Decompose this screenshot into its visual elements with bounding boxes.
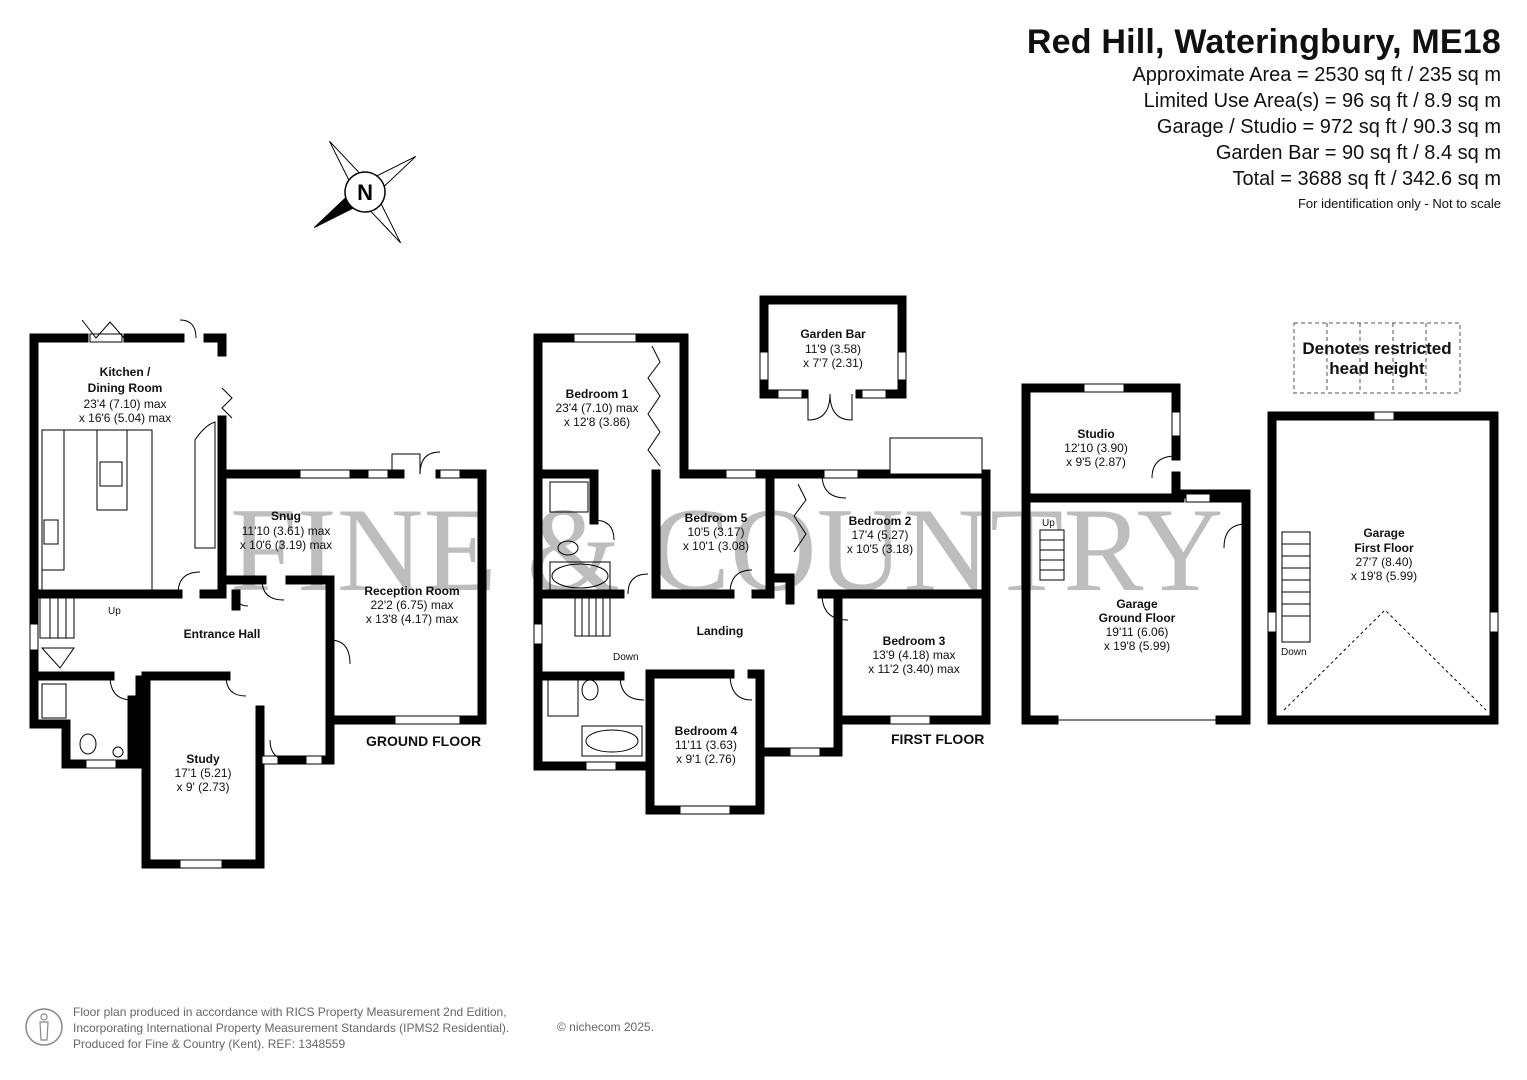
bedroom1-label: Bedroom 1 [566, 387, 629, 401]
study-label: Study [186, 752, 220, 766]
snug-dim-2: x 10'6 (3.19) max [240, 538, 332, 552]
first-floor-windows [533, 333, 983, 815]
studio-dim-2: x 9'5 (2.87) [1066, 455, 1126, 469]
garage-first-dim-1: 27'7 (8.40) [1356, 555, 1413, 569]
garage-ground-dim-1: 19'11 (6.06) [1106, 625, 1169, 639]
ground-floor-labels: Kitchen / Dining Room 23'4 (7.10) max x … [79, 365, 481, 794]
area-limited-use: Limited Use Area(s) = 96 sq ft / 8.9 sq … [1143, 90, 1501, 112]
header: Red Hill, Wateringbury, ME18 Approximate… [1027, 22, 1501, 211]
garage-first-label-1: Garage [1363, 526, 1405, 540]
copyright: © nichecom 2025. [557, 1020, 654, 1034]
bedroom4-dim-1: 11'11 (3.63) [675, 738, 737, 752]
ground-floor-label: GROUND FLOOR [366, 733, 481, 749]
ground-floor-walls [29, 333, 487, 869]
ground-stairs-up: Up [108, 606, 121, 617]
gardenbar-dim-1: 11'9 (3.58) [805, 342, 861, 356]
gardenbar-dim-2: x 7'7 (2.31) [803, 356, 863, 370]
compass-icon: N [313, 140, 417, 244]
garage-stairs-down: Down [1281, 647, 1307, 658]
snug-label: Snug [271, 509, 301, 523]
garden-bar-walls [759, 295, 907, 421]
garage-ground-label-1: Garage [1116, 597, 1158, 611]
first-floor-label: FIRST FLOOR [891, 731, 984, 747]
first-floor-walls [533, 333, 991, 815]
footer-notes: Floor plan produced in accordance with R… [73, 1004, 509, 1052]
bedroom4-label: Bedroom 4 [675, 724, 738, 738]
footer-line-3: Produced for Fine & Country (Kent). REF:… [73, 1037, 346, 1051]
garage-first-dim-2: x 19'8 (5.99) [1351, 569, 1417, 583]
study-dim-1: 17'1 (5.21) [175, 766, 232, 780]
ground-floor-windows [29, 333, 461, 869]
kitchen-dim-2: x 16'6 (5.04) max [79, 411, 171, 425]
garage-ground-labels: Studio 12'10 (3.90) x 9'5 (2.87) Garage … [1042, 427, 1176, 653]
property-title: Red Hill, Wateringbury, ME18 [1026, 23, 1501, 61]
garage-ground-walls [1021, 383, 1251, 725]
studio-label: Studio [1077, 427, 1114, 441]
legend-line-1: Denotes restricted [1302, 339, 1451, 358]
reception-dim-2: x 13'8 (4.17) max [366, 612, 458, 626]
area-total: Total = 3688 sq ft / 342.6 sq m [1232, 168, 1502, 190]
bedroom5-dim-2: x 10'1 (3.08) [683, 539, 749, 553]
bedroom3-dim-2: x 11'2 (3.40) max [868, 662, 959, 676]
bedroom1-dim-1: 23'4 (7.10) max [556, 401, 639, 415]
reception-dim-1: 22'2 (6.75) max [371, 598, 454, 612]
bedroom4-dim-2: x 9'1 (2.76) [676, 752, 736, 766]
first-stairs-down: Down [613, 652, 639, 663]
garage-first-labels: Garage First Floor 27'7 (8.40) x 19'8 (5… [1281, 526, 1417, 658]
area-approximate: Approximate Area = 2530 sq ft / 235 sq m [1132, 64, 1501, 86]
gardenbar-label: Garden Bar [800, 327, 866, 341]
bedroom3-dim-1: 13'9 (4.18) max [873, 648, 956, 662]
garage-ground-label-2: Ground Floor [1099, 611, 1176, 625]
bedroom5-dim-1: 10'5 (3.17) [688, 525, 745, 539]
kitchen-label-2: Dining Room [88, 381, 163, 395]
area-garden-bar: Garden Bar = 90 sq ft / 8.4 sq m [1215, 142, 1501, 164]
scale-note: For identification only - Not to scale [1297, 196, 1501, 211]
hall-label: Entrance Hall [184, 627, 261, 641]
bedroom1-dim-2: x 12'8 (3.86) [564, 415, 630, 429]
garage-first-walls [1267, 411, 1499, 725]
kitchen-dim-1: 23'4 (7.10) max [84, 397, 167, 411]
bedroom2-dim-2: x 10'5 (3.18) [847, 542, 913, 556]
ground-floor-fixtures [39, 319, 441, 761]
area-garage-studio: Garage / Studio = 972 sq ft / 90.3 sq m [1156, 116, 1501, 138]
compass-letter: N [357, 180, 373, 205]
first-floor-fixtures [547, 345, 849, 757]
footer-line-1: Floor plan produced in accordance with R… [73, 1005, 507, 1019]
footer-line-2: Incorporating International Property Mea… [73, 1021, 510, 1035]
garage-first-label-2: First Floor [1354, 541, 1414, 555]
reception-label: Reception Room [364, 584, 459, 598]
studio-dim-1: 12'10 (3.90) [1064, 441, 1128, 455]
snug-dim-1: 11'10 (3.61) max [242, 524, 331, 538]
study-dim-2: x 9' (2.73) [177, 780, 230, 794]
person-icon [25, 1008, 63, 1046]
landing-label: Landing [697, 624, 744, 638]
garage-ground-dim-2: x 19'8 (5.99) [1104, 639, 1170, 653]
restricted-height-legend: Denotes restricted head height [1293, 322, 1461, 394]
bedroom3-label: Bedroom 3 [883, 634, 946, 648]
bedroom5-label: Bedroom 5 [685, 511, 748, 525]
first-floor-labels: Bedroom 1 23'4 (7.10) max x 12'8 (3.86) … [556, 327, 985, 766]
bedroom2-dim-1: 17'4 (5.27) [852, 528, 909, 542]
kitchen-label-1: Kitchen / [100, 365, 151, 379]
legend-line-2: head height [1329, 359, 1425, 378]
bedroom2-label: Bedroom 2 [849, 514, 912, 528]
garage-stairs-up: Up [1042, 518, 1055, 529]
